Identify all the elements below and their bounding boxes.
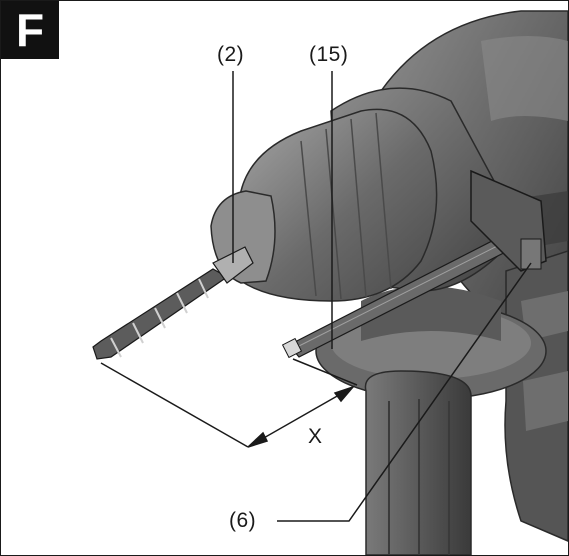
chuck xyxy=(210,108,438,302)
callout-depth-stop-clamp: (6) xyxy=(229,509,257,532)
dimension-x-label: X xyxy=(308,425,323,448)
dimension-x xyxy=(100,358,358,448)
battery-pack xyxy=(504,250,568,542)
leader-lines xyxy=(232,71,532,522)
depth-stop-clamp xyxy=(470,169,547,272)
panel-letter-badge: F xyxy=(1,1,59,59)
callout-drill-bit: (2) xyxy=(217,43,245,66)
drill-bit xyxy=(92,246,254,360)
auxiliary-handle-grip xyxy=(364,370,472,555)
callout-depth-stop: (15) xyxy=(309,43,349,66)
